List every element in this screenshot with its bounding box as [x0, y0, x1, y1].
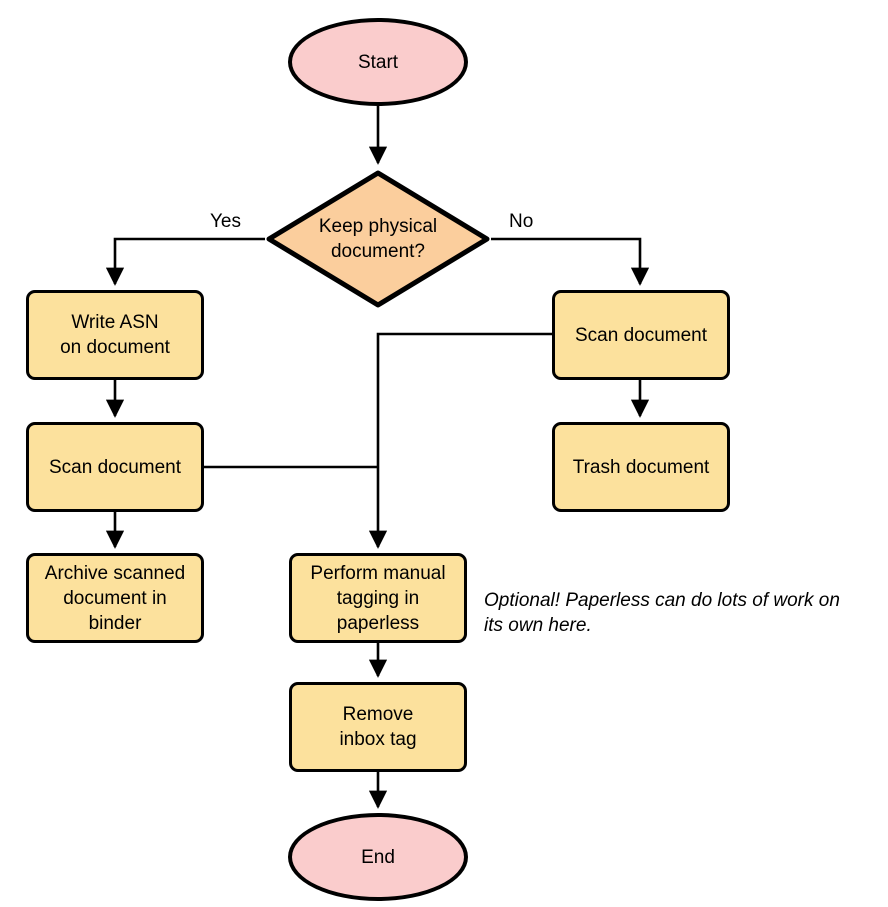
node-write-asn-on-document[interactable]: Write ASN on document — [26, 290, 204, 380]
node-archive-scanned-document-in-binder-label: Archive scanned document in binder — [44, 562, 186, 634]
node-start[interactable]: Start — [288, 18, 468, 106]
node-scan-document-right[interactable]: Scan document — [552, 290, 730, 380]
annotation-optional-note: Optional! Paperless can do lots of work … — [484, 590, 840, 636]
edge-scan-right-to-tagging — [368, 332, 552, 549]
edge-decision-yes-to-write-asn — [105, 237, 265, 286]
node-end-label: End — [361, 846, 395, 868]
node-keep-physical-document[interactable]: Keep physical document? — [265, 169, 491, 309]
node-scan-document-left-label: Scan document — [48, 456, 182, 478]
node-remove-inbox-tag-label: Remove inbox tag — [339, 704, 417, 750]
edge-label-no: No — [509, 211, 534, 232]
node-end[interactable]: End — [288, 813, 468, 901]
node-trash-document[interactable]: Trash document — [552, 422, 730, 512]
node-archive-scanned-document-in-binder[interactable]: Archive scanned document in binder — [26, 553, 204, 643]
decision-diamond-shape — [266, 170, 490, 308]
node-perform-manual-tagging-in-paperless[interactable]: Perform manual tagging in paperless — [289, 553, 467, 643]
node-start-label: Start — [357, 51, 399, 73]
node-remove-inbox-tag[interactable]: Remove inbox tag — [289, 682, 467, 772]
node-trash-document-label: Trash document — [572, 456, 710, 478]
node-write-asn-on-document-label: Write ASN on document — [60, 312, 170, 358]
node-scan-document-right-label: Scan document — [574, 324, 708, 346]
node-perform-manual-tagging-in-paperless-label: Perform manual tagging in paperless — [310, 562, 446, 634]
node-scan-document-left[interactable]: Scan document — [26, 422, 204, 512]
edge-decision-no-to-scan-right — [491, 237, 650, 286]
edge-label-yes: Yes — [210, 211, 241, 232]
